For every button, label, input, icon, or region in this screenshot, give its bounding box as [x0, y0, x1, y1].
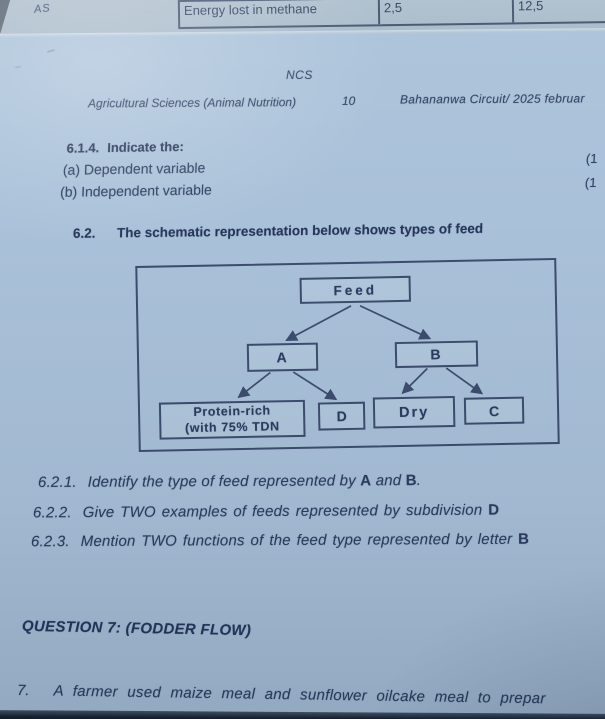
table-cell-value-1: 2,5 [379, 0, 515, 25]
handwritten-mark: AS [33, 2, 52, 16]
footer-circuit: Bahananwa Circuit/ 2025 februar [399, 91, 585, 107]
diagram-node-protein-rich: Protein-rich (with 75% TDN [158, 399, 306, 440]
pen-mark [14, 65, 22, 69]
diagram-node-d: D [317, 401, 366, 431]
question-7-heading: QUESTION 7: (FODDER FLOW) [21, 617, 252, 640]
question-number: 6.2. [72, 225, 96, 241]
marks-allocation: (1 [584, 175, 598, 190]
question-heading-text: The schematic representation below shows… [116, 220, 484, 241]
question-text: Mention TWO functions of the feed type r… [80, 530, 530, 551]
photo-bottom-edge [0, 710, 605, 719]
question-6-2-1: 6.2.1. Identify the type of feed represen… [38, 472, 421, 491]
diagram-arrows [237, 304, 484, 401]
footer-subject: Agricultural Sciences (Animal Nutrition) [87, 95, 297, 111]
question-number: 6.2.2. [32, 504, 72, 522]
question-6-1-4-title: 6.1.4. Indicate the: [66, 139, 184, 156]
question-number: 6.2.3. [30, 533, 70, 551]
diagram-node-c: C [463, 396, 525, 425]
question-6-2-heading: 6.2. The schematic representation below s… [73, 220, 553, 241]
question-text: Give TWO examples of feeds represented b… [82, 501, 500, 522]
pen-mark [46, 49, 56, 53]
question-6-1-4-b: (b) Independent variable [59, 181, 213, 200]
question-6-1-4-a: (a) Dependent variable [62, 159, 206, 178]
protein-label-line2: (with 75% TDN [184, 418, 280, 435]
question-title-text: Indicate the: [106, 138, 185, 156]
question-number: 6.1.4. [66, 140, 100, 156]
table-cell-label: Energy lost in methane [179, 0, 381, 28]
diagram-node-b: B [394, 340, 479, 369]
diagram-node-feed: Feed [299, 275, 411, 304]
protein-label-line1: Protein-rich [193, 403, 271, 419]
feed-types-diagram: Feed A B Protein-rich (with 75% TDN D Dr… [135, 257, 560, 453]
question-text: A farmer used maize meal and sunflower o… [53, 682, 546, 708]
question-6-2-3: 6.2.3. Mention TWO functions of the feed … [31, 531, 529, 551]
question-6-2-2: 6.2.2. Give TWO examples of feeds represe… [33, 502, 499, 522]
page-footer: Agricultural Sciences (Animal Nutrition)… [0, 91, 605, 113]
diagram-node-dry: Dry [372, 395, 456, 429]
diagram-node-a: A [246, 342, 319, 372]
question-number: 7. [16, 681, 30, 700]
footer-page-number: 10 [341, 93, 356, 108]
marks-allocation: (1 [585, 151, 599, 166]
table-cell-value-2: 12,5 [517, 0, 544, 14]
question-number: 6.2.1. [37, 473, 77, 492]
ncs-watermark: NCS [286, 68, 313, 82]
question-text: Identify the type of feed represented by… [87, 471, 422, 491]
question-7-text: 7. A farmer used maize meal and sunflower… [17, 682, 605, 709]
